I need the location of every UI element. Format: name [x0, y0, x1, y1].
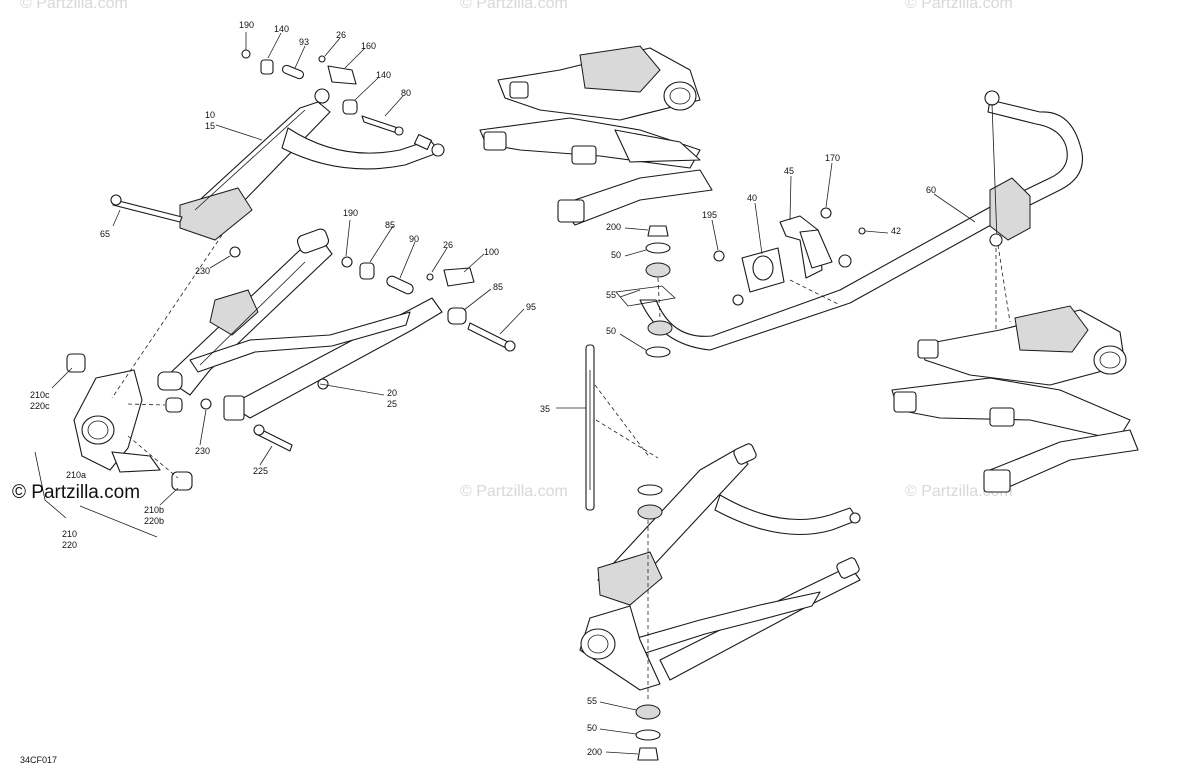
callout-50: 50 — [606, 326, 616, 336]
callout-220b: 220b — [144, 516, 164, 526]
callout-15: 15 — [205, 121, 215, 131]
callout-230: 230 — [195, 266, 210, 276]
callout-195: 195 — [702, 210, 717, 220]
callout-labels: 190 140 93 26 160 140 80 10 15 65 230 19… — [30, 20, 936, 757]
lower-hardware — [66, 256, 516, 491]
callout-160: 160 — [361, 41, 376, 51]
callout-210a: 210a — [66, 470, 86, 480]
diagram-code: 34CF017 — [20, 755, 57, 765]
callout-26: 26 — [443, 240, 453, 250]
leader-lines — [34, 32, 976, 755]
callout-210c: 210c — [30, 390, 50, 400]
callout-26: 26 — [336, 30, 346, 40]
callout-225: 225 — [253, 466, 268, 476]
partzilla-logo[interactable]: © Partzilla.com — [12, 482, 140, 503]
lower-a-arm[interactable] — [157, 227, 443, 421]
sway-bar-bushing-clamp — [713, 207, 866, 306]
link-stack-top — [615, 225, 676, 358]
lower-a-arm-bottom[interactable] — [597, 443, 861, 681]
rear-trailing-arm-right[interactable] — [891, 305, 1139, 493]
callout-50: 50 — [611, 250, 621, 260]
callout-65: 65 — [100, 229, 110, 239]
sway-bar-link[interactable] — [585, 344, 595, 511]
rear-trailing-arm-top[interactable] — [479, 45, 713, 226]
callout-40: 40 — [747, 193, 757, 203]
callout-95: 95 — [526, 302, 536, 312]
callout-210b: 210b — [144, 505, 164, 515]
watermark: © Partzilla.com — [905, 0, 1013, 12]
callout-20: 20 — [387, 388, 397, 398]
watermark: © Partzilla.com — [460, 483, 568, 500]
steering-knuckle-bottom[interactable] — [579, 605, 661, 691]
callout-100: 100 — [484, 247, 499, 257]
watermark: © Partzilla.com — [20, 0, 128, 12]
callout-85: 85 — [493, 282, 503, 292]
callout-10: 10 — [205, 110, 215, 120]
callout-230: 230 — [195, 446, 210, 456]
link-stack-bottom — [635, 484, 663, 761]
callout-85: 85 — [385, 220, 395, 230]
callout-200: 200 — [606, 222, 621, 232]
callout-90: 90 — [409, 234, 419, 244]
upper-a-arm[interactable] — [179, 88, 445, 241]
callout-45: 45 — [784, 166, 794, 176]
sway-bar[interactable] — [639, 90, 1084, 351]
callout-220: 220 — [62, 540, 77, 550]
callout-210: 210 — [62, 529, 77, 539]
upper-hardware — [110, 49, 404, 258]
callout-50: 50 — [587, 723, 597, 733]
callout-25: 25 — [387, 399, 397, 409]
steering-knuckle-left[interactable] — [73, 369, 161, 473]
assembly-lines — [111, 234, 1011, 700]
callout-55: 55 — [606, 290, 616, 300]
callout-170: 170 — [825, 153, 840, 163]
callout-42: 42 — [891, 226, 901, 236]
callout-93: 93 — [299, 37, 309, 47]
watermark-layer: © Partzilla.com © Partzilla.com © Partzi… — [20, 0, 1013, 500]
callout-140: 140 — [376, 70, 391, 80]
callout-190: 190 — [239, 20, 254, 30]
callout-190: 190 — [343, 208, 358, 218]
callout-200: 200 — [587, 747, 602, 757]
callout-220c: 220c — [30, 401, 50, 411]
callout-55: 55 — [587, 696, 597, 706]
callout-35: 35 — [540, 404, 550, 414]
callout-80: 80 — [401, 88, 411, 98]
watermark: © Partzilla.com — [460, 0, 568, 12]
callout-140: 140 — [274, 24, 289, 34]
callout-60: 60 — [926, 185, 936, 195]
